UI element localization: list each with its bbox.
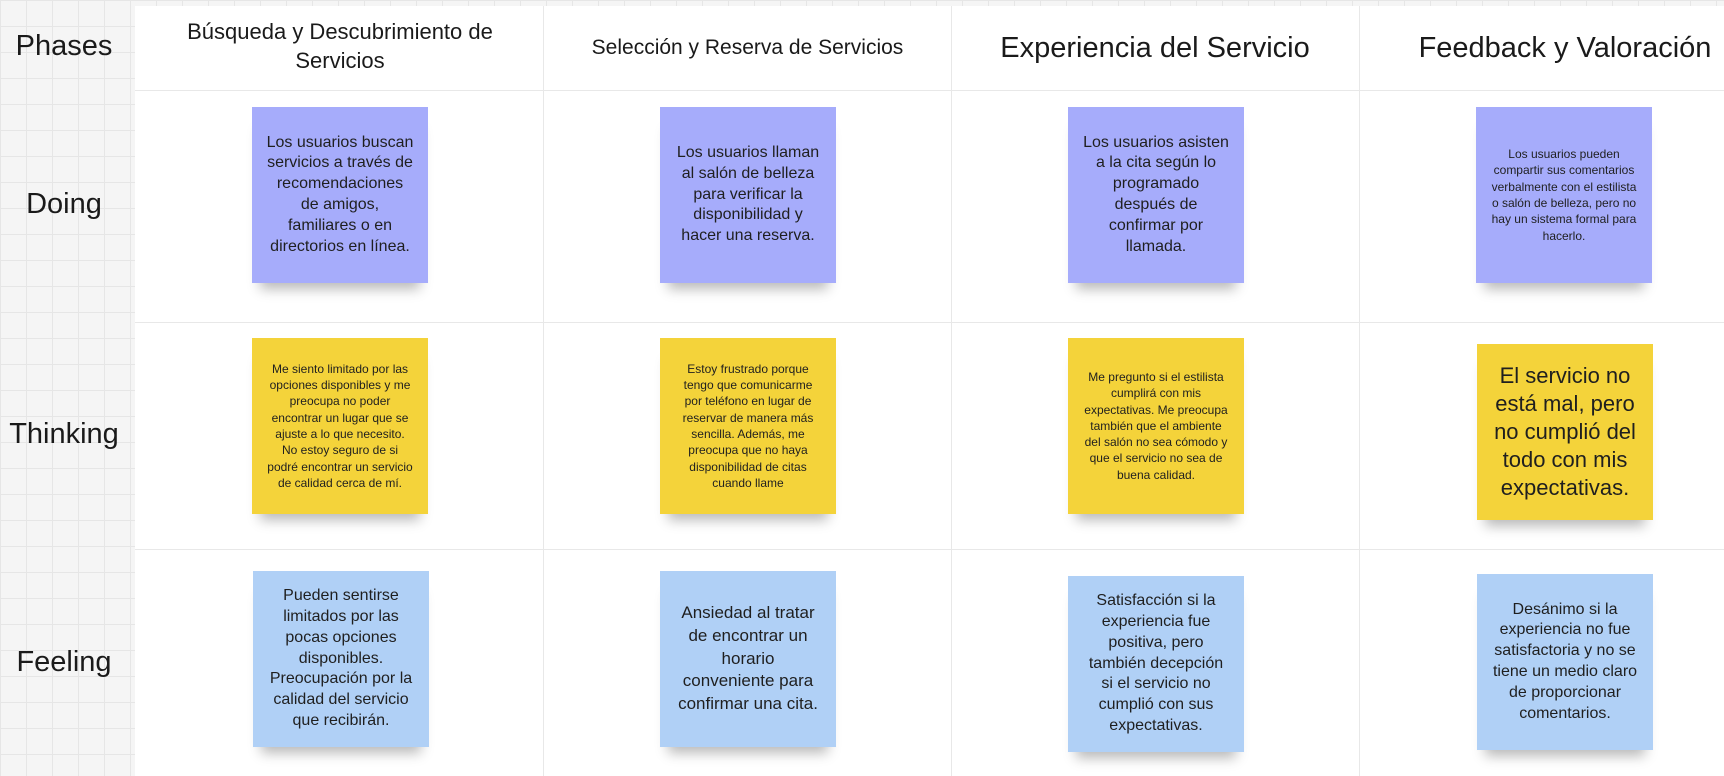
sticky-note-text: Me pregunto si el estilista cumplirá con… [1084, 369, 1228, 482]
sticky-note-doing-seleccion[interactable]: Los usuarios llaman al salón de belleza … [660, 107, 836, 283]
sticky-note-text: Ansiedad al tratar de encontrar un horar… [678, 602, 818, 714]
phase-header-seleccion[interactable]: Selección y Reserva de Servicios [591, 36, 904, 59]
sticky-note-feeling-seleccion[interactable]: Ansiedad al tratar de encontrar un horar… [660, 571, 836, 747]
sticky-note-doing-feedback[interactable]: Los usuarios pueden compartir sus coment… [1476, 107, 1652, 283]
row-divider [135, 549, 1724, 550]
sticky-note-thinking-seleccion[interactable]: Estoy frustrado porque tengo que comunic… [660, 338, 836, 514]
sticky-note-text: Satisfacción si la experiencia fue posit… [1088, 592, 1224, 734]
sticky-note-text: Me siento limitado por las opciones disp… [267, 361, 413, 490]
row-label-phases[interactable]: Phases [15, 30, 113, 62]
phase-header-experiencia[interactable]: Experiencia del Servicio [1000, 32, 1310, 64]
sticky-note-thinking-experiencia[interactable]: Me pregunto si el estilista cumplirá con… [1068, 338, 1244, 514]
sticky-note-text: Pueden sentirse limitados por las pocas … [269, 587, 413, 729]
sticky-note-doing-experiencia[interactable]: Los usuarios asisten a la cita según lo … [1068, 107, 1244, 283]
row-divider [135, 90, 1724, 91]
column-divider [543, 6, 544, 776]
sticky-note-thinking-busqueda[interactable]: Me siento limitado por las opciones disp… [252, 338, 428, 514]
sticky-note-text: Estoy frustrado porque tengo que comunic… [682, 361, 814, 490]
row-label-feeling[interactable]: Feeling [16, 646, 112, 678]
row-label-thinking[interactable]: Thinking [9, 418, 119, 450]
sticky-note-text: Los usuarios buscan servicios a través d… [266, 133, 414, 255]
phase-header-busqueda[interactable]: Búsqueda y Descubrimiento de Servicios [187, 19, 493, 73]
sticky-note-thinking-feedback[interactable]: El servicio no está mal, pero no cumplió… [1477, 344, 1653, 520]
phase-header-feedback[interactable]: Feedback y Valoración [1418, 32, 1712, 64]
sticky-note-feeling-busqueda[interactable]: Pueden sentirse limitados por las pocas … [253, 571, 429, 747]
sticky-note-text: Los usuarios asisten a la cita según lo … [1083, 133, 1229, 255]
row-divider [135, 322, 1724, 323]
column-divider [951, 6, 952, 776]
row-label-doing[interactable]: Doing [26, 188, 102, 220]
sticky-note-feeling-feedback[interactable]: Desánimo si la experiencia no fue satisf… [1477, 574, 1653, 750]
sticky-note-doing-busqueda[interactable]: Los usuarios buscan servicios a través d… [252, 107, 428, 283]
sticky-note-text: Los usuarios pueden compartir sus coment… [1491, 147, 1637, 243]
column-divider [1359, 6, 1360, 776]
sticky-note-feeling-experiencia[interactable]: Satisfacción si la experiencia fue posit… [1068, 576, 1244, 752]
sticky-note-text: El servicio no está mal, pero no cumplió… [1494, 363, 1636, 500]
sticky-note-text: Desánimo si la experiencia no fue satisf… [1492, 600, 1638, 722]
sticky-note-text: Los usuarios llaman al salón de belleza … [676, 144, 820, 245]
